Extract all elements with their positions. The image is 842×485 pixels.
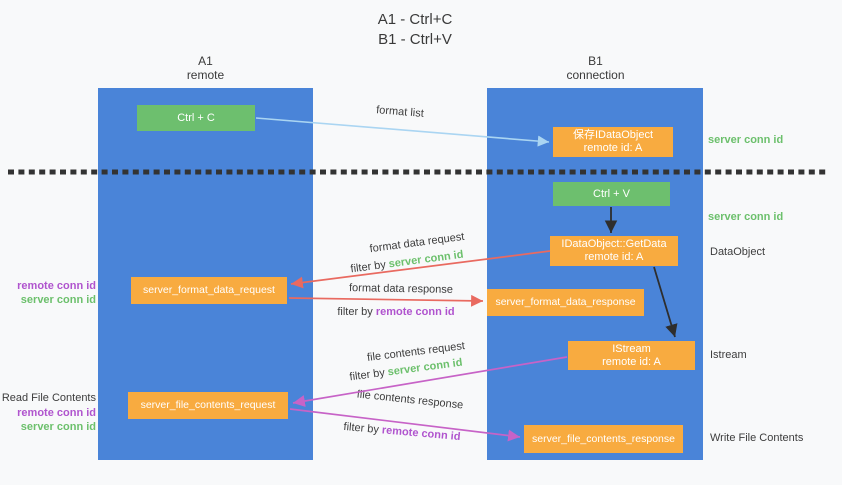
- node-istream-line1: IStream: [612, 342, 651, 355]
- label-file-contents-response: file contents response: [356, 388, 464, 412]
- title-line-1: A1 - Ctrl+C: [377, 11, 453, 28]
- filter-key-server-conn-id: server conn id: [388, 248, 465, 271]
- diagram-title: A1 - Ctrl+C B1 - Ctrl+V: [285, 10, 545, 50]
- arrow-format-data-response: [288, 294, 484, 307]
- node-save-idataobject: 保存IDataObject remote id: A: [553, 127, 673, 157]
- node-file-response-label: server_file_contents_response: [531, 432, 675, 445]
- lane-left-subtitle: remote: [186, 68, 225, 82]
- lane-left-title: A1: [198, 54, 213, 68]
- node-server-file-contents-response: server_file_contents_response: [524, 425, 683, 453]
- label-remote-conn-id-2: remote conn id: [17, 407, 96, 419]
- node-server-file-contents-request: server_file_contents_request: [128, 392, 288, 419]
- filter-key-remote-conn-id: remote conn id: [375, 306, 455, 318]
- node-istream-line2: remote id: A: [602, 355, 661, 368]
- lane-left-header: A1 remote: [150, 54, 261, 82]
- filter-prefix: filter by: [348, 366, 386, 384]
- label-write-file-contents: Write File Contents: [710, 432, 804, 444]
- label-istream: Istream: [710, 349, 747, 361]
- filter-prefix: filter by: [349, 258, 387, 276]
- lane-right-subtitle: connection: [566, 68, 625, 82]
- filter-prefix: filter by: [337, 306, 373, 318]
- label-filter-server-conn-1: filter byserver conn id: [350, 249, 464, 276]
- lane-right-title: B1: [588, 54, 603, 68]
- title-line-2: B1 - Ctrl+V: [378, 31, 452, 48]
- filter-key-remote-conn-id: remote conn id: [381, 424, 461, 444]
- label-server-conn-id-top: server conn id: [708, 134, 784, 146]
- node-format-response-label: server_format_data_response: [495, 296, 636, 308]
- node-save-idataobject-line1: 保存IDataObject: [572, 129, 654, 141]
- node-file-request-label: server_file_contents_request: [140, 399, 276, 411]
- node-server-format-data-request: server_format_data_request: [131, 277, 287, 304]
- node-ctrl-v: Ctrl + V: [553, 182, 670, 206]
- node-save-idataobject-line2: remote id: A: [583, 142, 643, 154]
- label-dataobject: DataObject: [710, 246, 766, 258]
- label-remote-conn-id-1: remote conn id: [17, 280, 96, 292]
- label-server-conn-id-mid: server conn id: [708, 211, 784, 223]
- node-getdata-line1: IDataObject::GetData: [561, 238, 667, 250]
- filter-prefix: filter by: [343, 420, 380, 436]
- node-ctrl-v-label: Ctrl + V: [593, 187, 630, 200]
- node-format-request-label: server_format_data_request: [143, 284, 275, 296]
- node-ctrl-c: Ctrl + C: [137, 105, 255, 131]
- label-server-conn-id-2: server conn id: [20, 421, 96, 433]
- node-getdata-line2: remote id: A: [584, 251, 644, 263]
- lane-right-header: B1 connection: [540, 54, 651, 82]
- label-filter-server-conn-2: filter byserver conn id: [349, 357, 463, 384]
- label-read-file-contents: Read File Contents: [1, 392, 96, 404]
- label-format-list: format list: [375, 104, 425, 120]
- label-format-data-response: format data response: [348, 282, 454, 296]
- node-ctrl-c-label: Ctrl + C: [177, 111, 215, 124]
- label-server-conn-id-1: server conn id: [20, 294, 96, 306]
- node-istream: IStream remote id: A: [568, 341, 695, 370]
- node-server-format-data-response: server_format_data_response: [487, 289, 644, 316]
- node-idataobject-getdata: IDataObject::GetData remote id: A: [550, 236, 678, 266]
